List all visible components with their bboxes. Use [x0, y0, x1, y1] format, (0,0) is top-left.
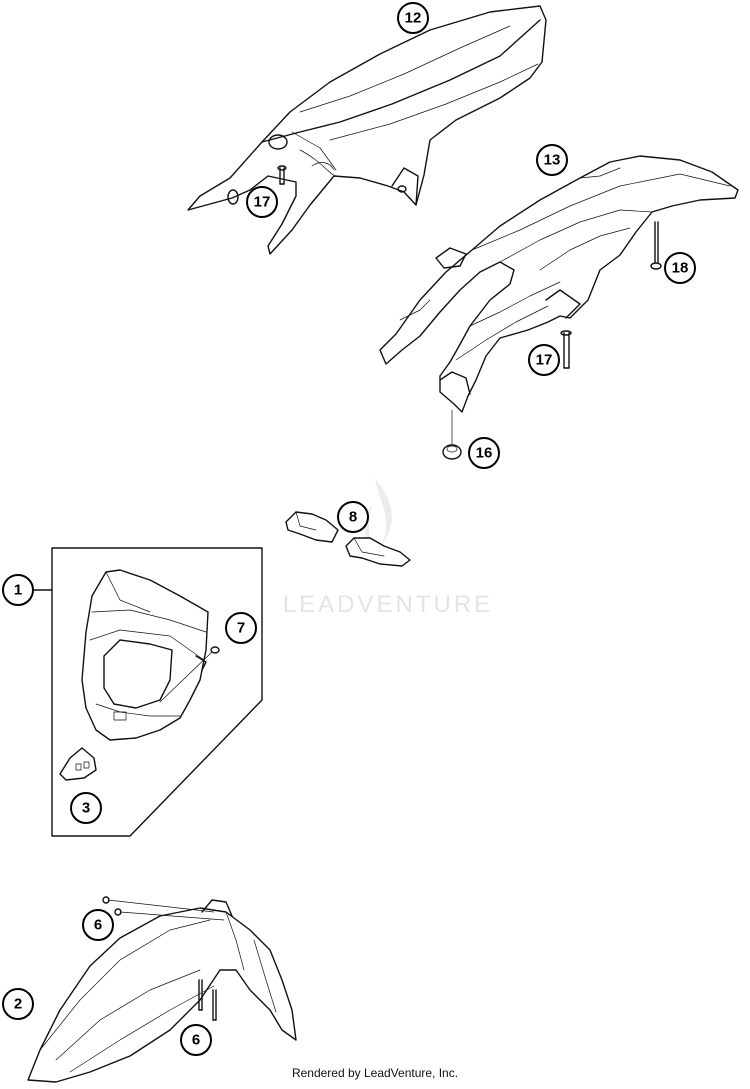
screw-part-17-upper[interactable] — [277, 165, 287, 185]
svg-text:6: 6 — [94, 917, 102, 934]
svg-text:7: 7 — [237, 620, 245, 637]
callout-17-upper[interactable]: 17 — [246, 186, 278, 218]
bolt-part-16[interactable] — [442, 409, 462, 460]
callout-6-lower[interactable]: 6 — [180, 1024, 212, 1056]
callout-8[interactable]: 8 — [337, 501, 369, 533]
headlight-mask[interactable] — [81, 569, 209, 741]
callout-18[interactable]: 18 — [664, 252, 696, 284]
screw-part-17-lower[interactable] — [560, 330, 572, 369]
bracket-part-3[interactable] — [59, 747, 97, 781]
svg-text:17: 17 — [254, 194, 271, 211]
screw-part-7[interactable] — [159, 646, 220, 703]
callout-12[interactable]: 12 — [397, 2, 429, 34]
watermark: LEADVENTURE — [283, 478, 493, 618]
svg-text:8: 8 — [349, 509, 357, 526]
side-cover-part-13[interactable] — [379, 155, 739, 413]
screw-part-18[interactable] — [650, 221, 662, 270]
callout-7[interactable]: 7 — [225, 612, 257, 644]
screws-part-6-lower[interactable] — [198, 979, 217, 1021]
watermark-flame-icon — [364, 478, 392, 552]
callout-13[interactable]: 13 — [536, 144, 568, 176]
footer-credit: Rendered by LeadVenture, Inc. — [291, 1066, 459, 1080]
screws-part-6-upper[interactable] — [102, 896, 225, 921]
clamp-part-8[interactable] — [285, 511, 411, 567]
callout-1[interactable]: 1 — [2, 574, 34, 606]
svg-text:1: 1 — [14, 582, 22, 599]
watermark-text: LEADVENTURE — [283, 591, 493, 618]
svg-text:12: 12 — [405, 10, 422, 27]
svg-text:17: 17 — [536, 352, 553, 369]
svg-text:13: 13 — [544, 152, 561, 169]
callout-2[interactable]: 2 — [2, 988, 34, 1020]
svg-text:6: 6 — [192, 1032, 200, 1049]
assembly-box-part-1 — [33, 547, 263, 837]
svg-text:3: 3 — [82, 800, 90, 817]
svg-text:18: 18 — [672, 260, 689, 277]
callout-16[interactable]: 16 — [468, 437, 500, 469]
callout-17-lower[interactable]: 17 — [528, 344, 560, 376]
svg-text:2: 2 — [14, 996, 22, 1013]
callout-3[interactable]: 3 — [70, 792, 102, 824]
svg-text:16: 16 — [476, 445, 493, 462]
rear-fender-part-12[interactable] — [187, 5, 547, 255]
callout-6-upper[interactable]: 6 — [82, 909, 114, 941]
front-fender-part-2[interactable] — [27, 899, 297, 1083]
